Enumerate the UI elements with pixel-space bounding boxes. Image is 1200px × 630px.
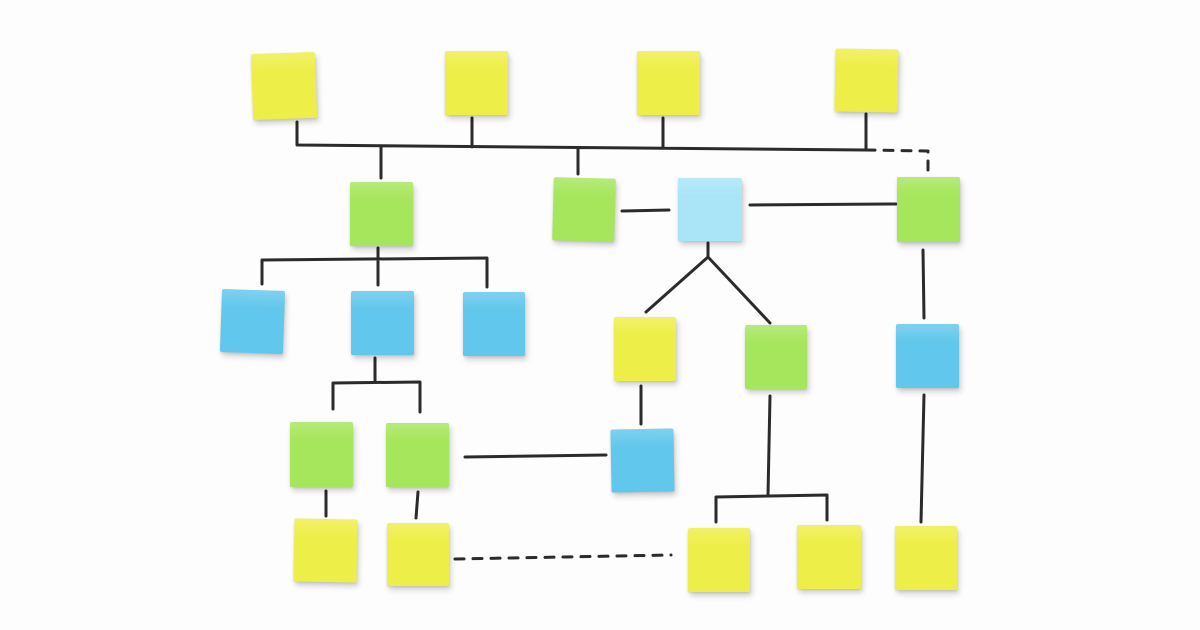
connector-n5-children (260, 246, 489, 289)
sticky-note-n2 (445, 51, 508, 115)
connector-bottom-dashed (453, 553, 673, 561)
connector-n16-n19 (414, 490, 420, 520)
sticky-note-n22 (895, 526, 957, 590)
sticky-note-n9 (219, 288, 286, 355)
connector-top-bus (295, 112, 868, 180)
sticky-note-n1 (250, 51, 318, 121)
connector-n7-n8 (748, 202, 898, 207)
sticky-note-n20 (688, 528, 750, 592)
sticky-note-n19 (387, 523, 449, 586)
sticky-note-n4 (834, 48, 899, 113)
sticky-note-n13 (745, 325, 807, 389)
sticky-note-n14 (896, 324, 959, 388)
connector-n13-children (714, 394, 829, 524)
sticky-note-n21 (797, 525, 861, 589)
sticky-note-n6 (552, 177, 616, 242)
sticky-note-n10 (351, 291, 414, 355)
sticky-note-n18 (293, 518, 358, 583)
connector-n7-fork (644, 241, 772, 325)
sticky-note-n5 (350, 182, 413, 246)
connector-n6-n7 (620, 208, 671, 213)
connector-n8-n14 (921, 248, 926, 320)
sticky-note-n12 (614, 317, 676, 381)
sticky-note-n17 (610, 428, 675, 493)
sticky-note-n7 (678, 178, 742, 241)
sticky-note-n15 (290, 422, 353, 487)
connector-n14-n22 (919, 393, 926, 524)
connector-n10-children (331, 356, 422, 414)
sticky-note-n8 (897, 177, 960, 242)
sticky-note-n11 (463, 292, 525, 356)
sticky-note-n3 (637, 51, 700, 115)
sticky-note-n16 (386, 423, 449, 487)
connector-n16-n17 (463, 453, 608, 459)
connector-top-dashed (864, 148, 930, 176)
